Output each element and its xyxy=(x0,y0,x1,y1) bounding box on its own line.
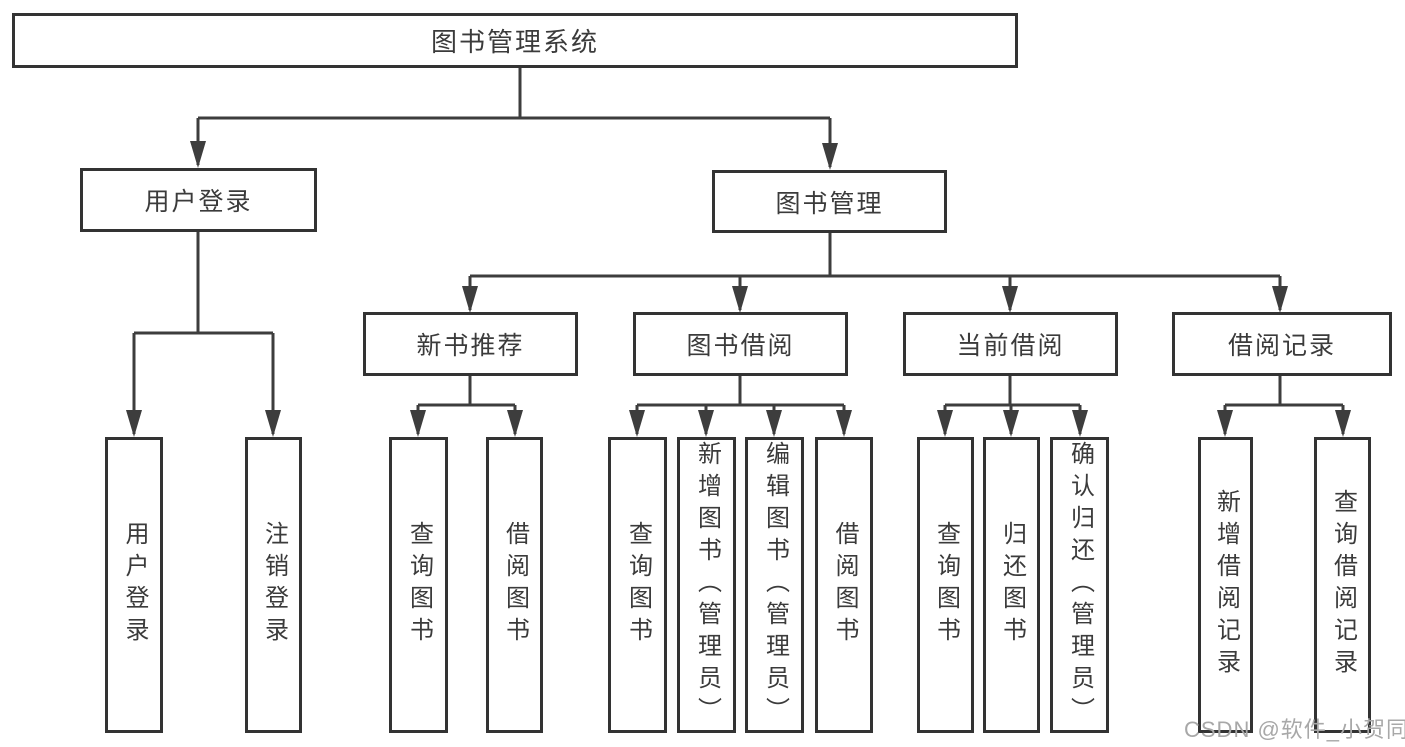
leaf-query-books-borrowing: 查询图书 xyxy=(608,437,667,733)
arrow-down-icon xyxy=(937,410,953,437)
node-user-login: 用户登录 xyxy=(80,168,317,232)
arrow-down-icon xyxy=(126,410,142,437)
leaf-label: 确认归还（管理员） xyxy=(1066,441,1094,729)
leaf-query-borrow-record: 查询借阅记录 xyxy=(1314,437,1371,733)
arrow-down-icon xyxy=(462,286,478,313)
leaf-label: 查询借阅记录 xyxy=(1329,489,1357,681)
arrowheads xyxy=(126,141,1351,437)
node-book-borrowing: 图书借阅 xyxy=(633,312,848,376)
node-root-system: 图书管理系统 xyxy=(12,13,1018,68)
leaf-add-borrow-record: 新增借阅记录 xyxy=(1198,437,1253,733)
leaf-label: 新增借阅记录 xyxy=(1212,489,1240,681)
node-borrowing-records: 借阅记录 xyxy=(1172,312,1392,376)
csdn-watermark: CSDN @软件_小贺同学 xyxy=(1184,717,1405,742)
leaf-logout: 注销登录 xyxy=(245,437,302,733)
leaf-query-books-recommend: 查询图书 xyxy=(389,437,448,733)
arrow-down-icon xyxy=(698,410,714,437)
arrow-down-icon xyxy=(1003,410,1019,437)
tree-connector-path xyxy=(132,68,1345,434)
arrow-down-icon xyxy=(265,410,281,437)
arrow-down-icon xyxy=(1072,410,1088,437)
arrow-down-icon xyxy=(1217,410,1233,437)
leaf-label: 归还图书 xyxy=(998,521,1026,649)
leaf-label: 借阅图书 xyxy=(501,521,529,649)
arrow-down-icon xyxy=(836,410,852,437)
arrow-down-icon xyxy=(1272,286,1288,313)
arrow-down-icon xyxy=(629,410,645,437)
node-book-management: 图书管理 xyxy=(712,170,947,233)
arrow-down-icon xyxy=(190,141,206,168)
leaf-edit-books-admin: 编辑图书（管理员） xyxy=(745,437,804,733)
leaf-label: 编辑图书（管理员） xyxy=(761,441,789,729)
leaf-label: 查询图书 xyxy=(932,521,960,649)
arrow-down-icon xyxy=(732,286,748,313)
leaf-label: 查询图书 xyxy=(624,521,652,649)
leaf-borrow-books-recommend: 借阅图书 xyxy=(486,437,543,733)
arrow-down-icon xyxy=(822,143,838,170)
arrow-down-icon xyxy=(1002,286,1018,313)
arrow-down-icon xyxy=(410,410,426,437)
leaf-confirm-return-admin: 确认归还（管理员） xyxy=(1050,437,1109,733)
leaf-label: 新增图书（管理员） xyxy=(693,441,721,729)
arrow-down-icon xyxy=(1335,410,1351,437)
arrow-down-icon xyxy=(766,410,782,437)
leaf-label: 借阅图书 xyxy=(831,521,858,649)
node-new-book-recommend: 新书推荐 xyxy=(363,312,578,376)
leaf-label: 查询图书 xyxy=(405,521,433,649)
leaf-return-books: 归还图书 xyxy=(983,437,1040,733)
arrow-down-icon xyxy=(507,410,523,437)
leaf-label: 注销登录 xyxy=(260,521,288,649)
leaf-user-login: 用户登录 xyxy=(105,437,163,733)
leaf-query-books-current: 查询图书 xyxy=(917,437,974,733)
leaf-add-books-admin: 新增图书（管理员） xyxy=(677,437,736,733)
node-current-borrowing: 当前借阅 xyxy=(903,312,1118,376)
leaf-borrow-books: 借阅图书 xyxy=(815,437,873,733)
leaf-label: 用户登录 xyxy=(121,521,148,649)
